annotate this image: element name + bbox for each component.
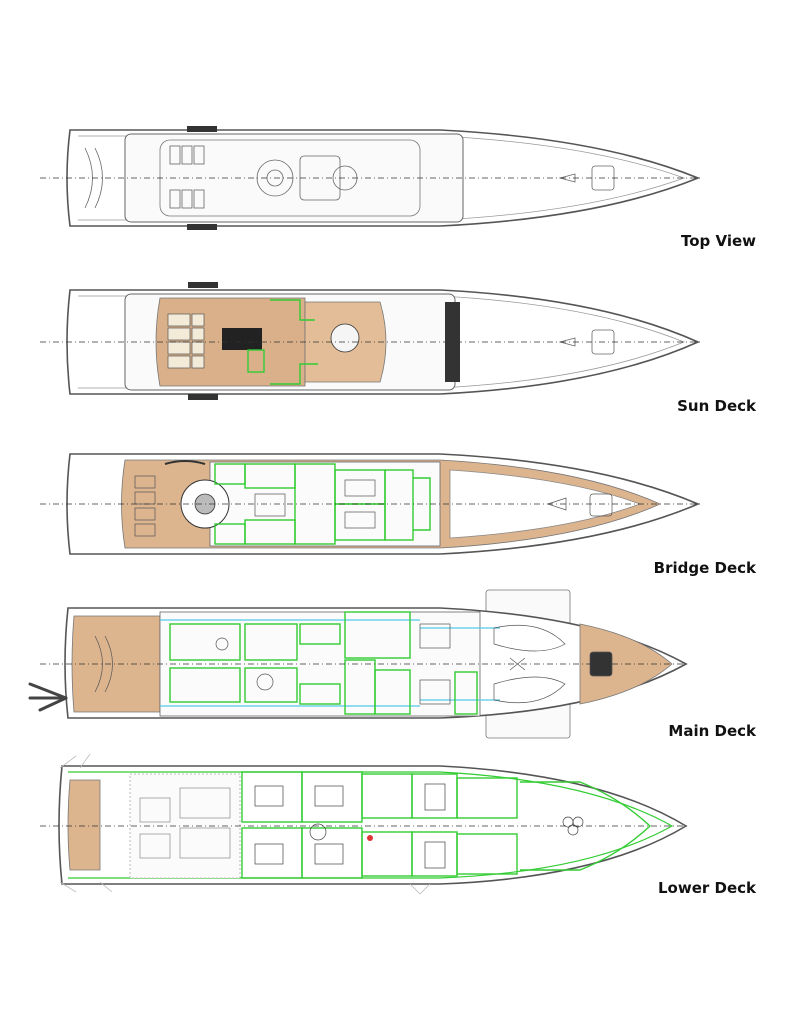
sun-deck-plan: Sun Deck [0,280,800,415]
sun-deck-drawing [40,282,700,400]
deck-label-lower-deck: Lower Deck [657,879,756,897]
lower-deck-aft-wood [67,779,101,871]
main-deck-drawing [28,589,690,739]
deck-label-main-deck: Main Deck [668,722,756,740]
main-deck-aft-wood [71,615,161,713]
lower-deck-drawing [40,753,690,895]
lower-deck-plan: Lower Deck [0,753,800,898]
top-view-drawing [40,126,701,230]
deck-label-top-view: Top View [680,232,756,250]
bridge-deck-plan: Bridge Deck [0,448,800,577]
deck-label-sun-deck: Sun Deck [677,397,756,415]
bridge-deck-drawing [40,453,701,555]
deck-label-bridge-deck: Bridge Deck [653,559,756,577]
main-deck-plan: Main Deck [0,588,800,740]
top-view-plan: Top View [0,118,800,250]
